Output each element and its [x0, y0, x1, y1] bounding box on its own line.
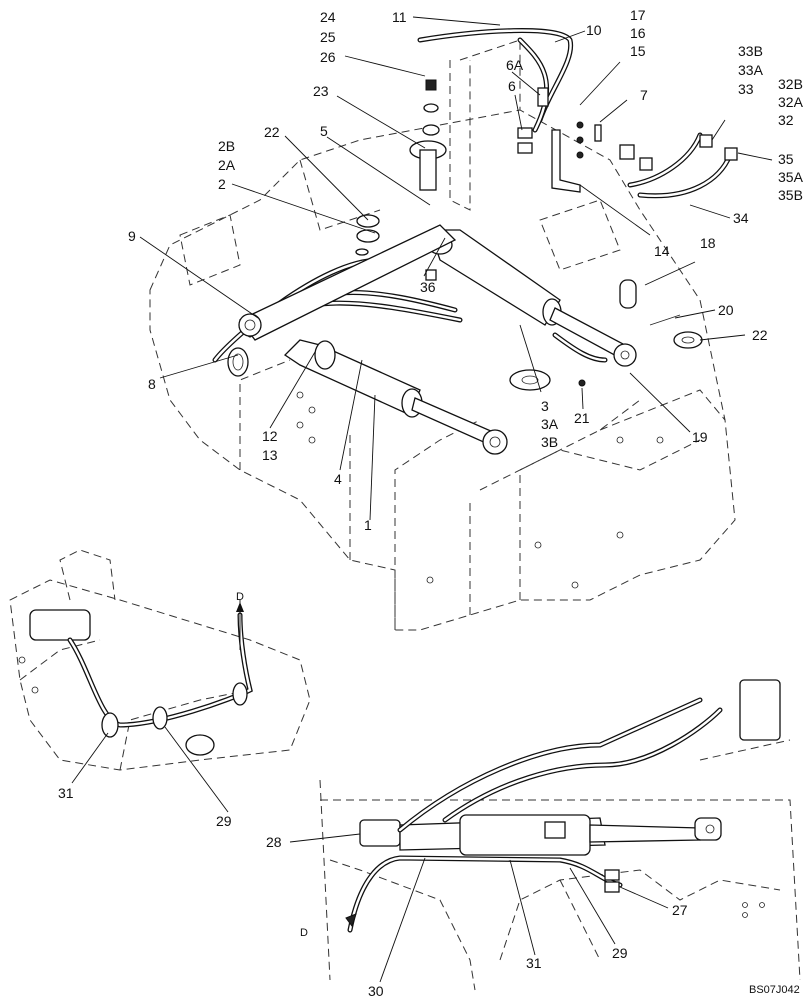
callout-1: 1 — [364, 517, 372, 533]
callout-20: 20 — [718, 302, 734, 318]
callout-7: 7 — [640, 87, 648, 103]
callout-11: 11 — [392, 9, 407, 25]
hose-clamp-8 — [227, 347, 249, 377]
loader-frame-outline — [149, 39, 736, 631]
callout-2: 2 — [218, 176, 226, 192]
cross-tube — [238, 224, 457, 341]
detail-view-left — [9, 549, 311, 771]
washer-right — [619, 279, 703, 349]
callout-36: 36 — [420, 279, 436, 295]
callout-29-bottom: 29 — [612, 945, 628, 961]
fittings-right — [619, 134, 738, 171]
callout-2A: 2A — [218, 157, 236, 173]
callout-23: 23 — [313, 83, 329, 99]
callout-17: 17 — [630, 7, 646, 23]
callout-22-left: 22 — [264, 124, 280, 140]
callout-25: 25 — [320, 29, 336, 45]
callout-31-left: 31 — [58, 785, 74, 801]
drawing-code: BS07J042 — [749, 984, 800, 996]
frame-bolt-holes — [296, 391, 664, 589]
callout-35B: 35B — [778, 187, 803, 203]
pivot-mount-3 — [509, 369, 551, 391]
callout-35: 35 — [778, 151, 794, 167]
callout-33A: 33A — [738, 62, 764, 78]
callout-34: 34 — [733, 210, 749, 226]
callout-15: 15 — [630, 43, 646, 59]
fittings-6 — [517, 87, 549, 154]
callout-26: 26 — [320, 49, 336, 65]
callout-29-left: 29 — [216, 813, 232, 829]
callout-2B: 2B — [218, 138, 235, 154]
pivot-pin-stack — [409, 79, 447, 281]
callout-8: 8 — [148, 376, 156, 392]
callout-14: 14 — [654, 243, 670, 259]
callout-19: 19 — [692, 429, 708, 445]
callout-32A: 32A — [778, 94, 804, 110]
washers-left — [355, 214, 380, 256]
callout-5: 5 — [320, 123, 328, 139]
flow-marker-left: D — [236, 591, 244, 603]
callout-33B: 33B — [738, 43, 763, 59]
hydraulic-cylinder-main — [283, 339, 508, 455]
detail-view-bottom-right — [319, 679, 801, 991]
callout-24: 24 — [320, 9, 336, 25]
callout-35A: 35A — [778, 169, 804, 185]
flow-marker-bottom: D — [300, 927, 308, 939]
callout-21: 21 — [574, 410, 590, 426]
callout-30: 30 — [368, 983, 384, 999]
bracket-14 — [551, 121, 602, 193]
callout-33: 33 — [738, 81, 754, 97]
callout-22-right: 22 — [752, 327, 768, 343]
callout-10: 10 — [586, 22, 602, 38]
main-assembly — [149, 28, 738, 631]
callout-13: 13 — [262, 447, 278, 463]
callout-9: 9 — [128, 228, 136, 244]
callout-16: 16 — [630, 25, 646, 41]
callout-27: 27 — [672, 902, 688, 918]
callout-3: 3 — [541, 398, 549, 414]
callout-labels: 1 2 2A 2B 3 3A 3B 4 5 6 6A 7 8 9 10 11 1… — [58, 7, 804, 999]
callout-3A: 3A — [541, 416, 559, 432]
callout-28: 28 — [266, 834, 282, 850]
leader-lines — [71, 16, 773, 983]
callout-32: 32 — [778, 112, 794, 128]
callout-6: 6 — [508, 78, 516, 94]
hydraulic-cylinder-upper — [427, 229, 637, 367]
callout-31-bottom: 31 — [526, 955, 542, 971]
callout-4: 4 — [334, 471, 342, 487]
callout-12: 12 — [262, 428, 278, 444]
pin-21 — [578, 379, 586, 387]
callout-3B: 3B — [541, 434, 558, 450]
callout-18: 18 — [700, 235, 716, 251]
callout-32B: 32B — [778, 76, 803, 92]
callout-6A: 6A — [506, 57, 524, 73]
